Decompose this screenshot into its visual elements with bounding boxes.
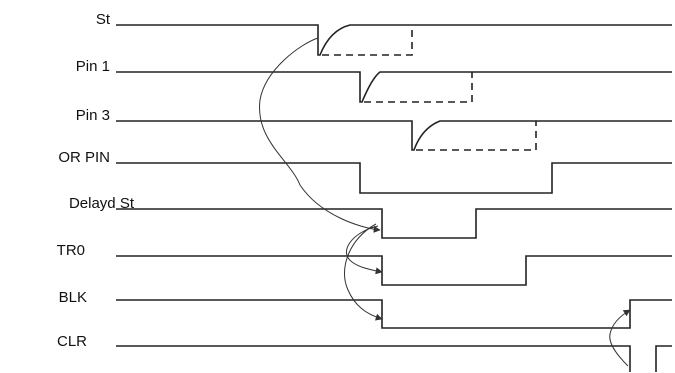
arrow-clr-to-blk <box>609 309 631 367</box>
waveform-delayd-st <box>116 208 672 239</box>
waveform-pin1 <box>116 71 672 103</box>
signal-label-pin1: Pin 1 <box>76 58 110 75</box>
arrow-delayd-st-to-blk <box>344 223 383 321</box>
waveform-st <box>116 24 672 56</box>
signal-label-clr: CLR <box>57 333 87 350</box>
signal-label-tr0: TR0 <box>57 242 85 259</box>
waveform-pin3-dashed <box>416 121 537 151</box>
arrow-delayd-st-to-tr0 <box>346 225 383 275</box>
waveform-tr0 <box>116 255 672 286</box>
signal-label-blk: BLK <box>59 289 87 306</box>
waveform-or-pin <box>116 162 672 194</box>
waveform-pin3 <box>116 120 672 151</box>
signal-label-delayd-st: Delayd St <box>69 195 135 212</box>
waveform-pin1-dashed <box>364 72 473 103</box>
signal-label-pin3: Pin 3 <box>76 107 110 124</box>
waveform-blk <box>116 299 672 329</box>
signal-label-or-pin: OR PIN <box>58 149 110 166</box>
signal-label-st: St <box>96 11 111 28</box>
waveform-clr <box>116 345 672 372</box>
waveform-st-dashed <box>322 25 413 56</box>
arrow-st-to-delayd-st <box>259 37 381 233</box>
